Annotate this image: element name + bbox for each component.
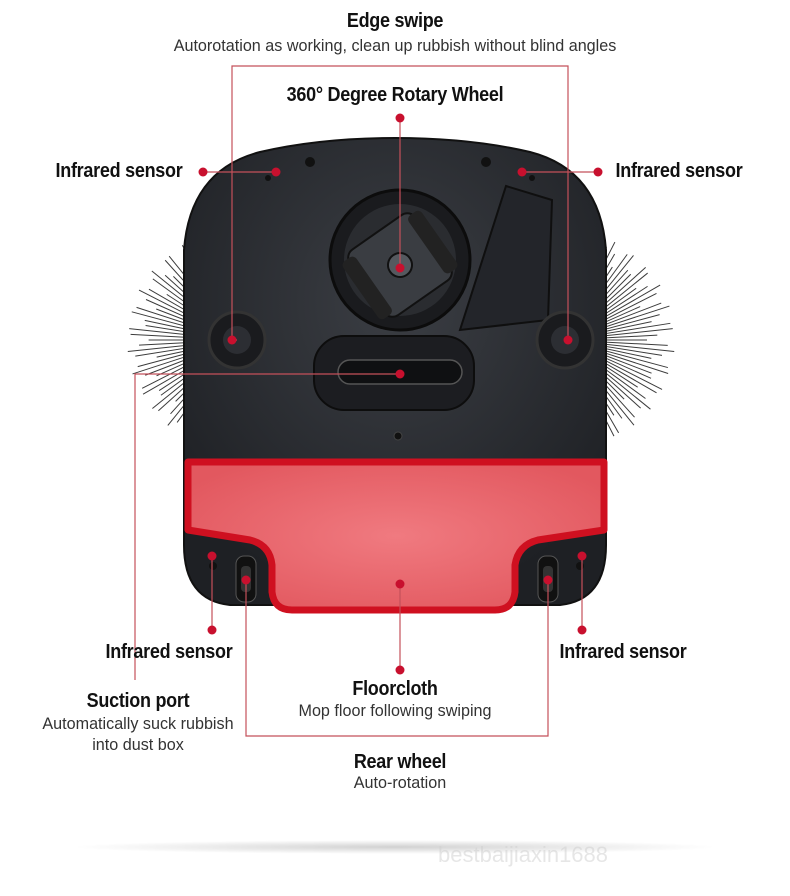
marker-dot (271, 167, 281, 177)
infrared-top-left-title: Infrared sensor (55, 160, 183, 182)
floor-shadow (70, 840, 720, 854)
screw (209, 562, 217, 570)
marker-dot (395, 263, 405, 273)
infrared-bottom-left-title: Infrared sensor (105, 641, 233, 663)
marker-dot (517, 167, 527, 177)
screw (305, 157, 315, 167)
rear-wheel-title: Rear wheel (353, 751, 447, 773)
suction-port-desc-line2: into dust box (92, 735, 184, 754)
marker-dot (543, 575, 553, 585)
marker-dot (577, 625, 587, 635)
floorcloth-title: Floorcloth (352, 678, 438, 700)
marker-dot (227, 335, 237, 345)
screw (529, 175, 535, 181)
marker-dot (207, 551, 217, 561)
marker-dot (198, 167, 208, 177)
suction-port-title: Suction port (86, 690, 190, 712)
rear-wheel-leader (245, 580, 549, 737)
rear-wheel-desc: Auto-rotation (353, 773, 447, 792)
suction-port-leader (134, 373, 400, 680)
screw (576, 562, 584, 570)
marker-dot (395, 369, 405, 379)
marker-dot (395, 579, 405, 589)
suction-port-desc-line1: Automatically suck rubbish (42, 714, 234, 733)
marker-dot (577, 551, 587, 561)
marker-dot (563, 335, 573, 345)
floorcloth-desc: Mop floor following swiping (298, 701, 492, 720)
marker-dot (241, 575, 251, 585)
marker-dot (395, 665, 405, 675)
floorcloth-mop (184, 458, 608, 614)
marker-dot (593, 167, 603, 177)
screw (481, 157, 491, 167)
marker-dot (395, 113, 405, 123)
edge-swipe-desc: Autorotation as working, clean up rubbis… (173, 36, 617, 55)
infrared-bottom-right-title: Infrared sensor (559, 641, 687, 663)
screw (265, 175, 271, 181)
screw (393, 431, 403, 441)
infrared-top-right-title: Infrared sensor (615, 160, 743, 182)
edge-swipe-title: Edge swipe (346, 10, 444, 32)
marker-dot (207, 625, 217, 635)
rotary-wheel-title: 360° Degree Rotary Wheel (286, 84, 504, 106)
watermark: bestbaijiaxin1688 (438, 842, 609, 867)
